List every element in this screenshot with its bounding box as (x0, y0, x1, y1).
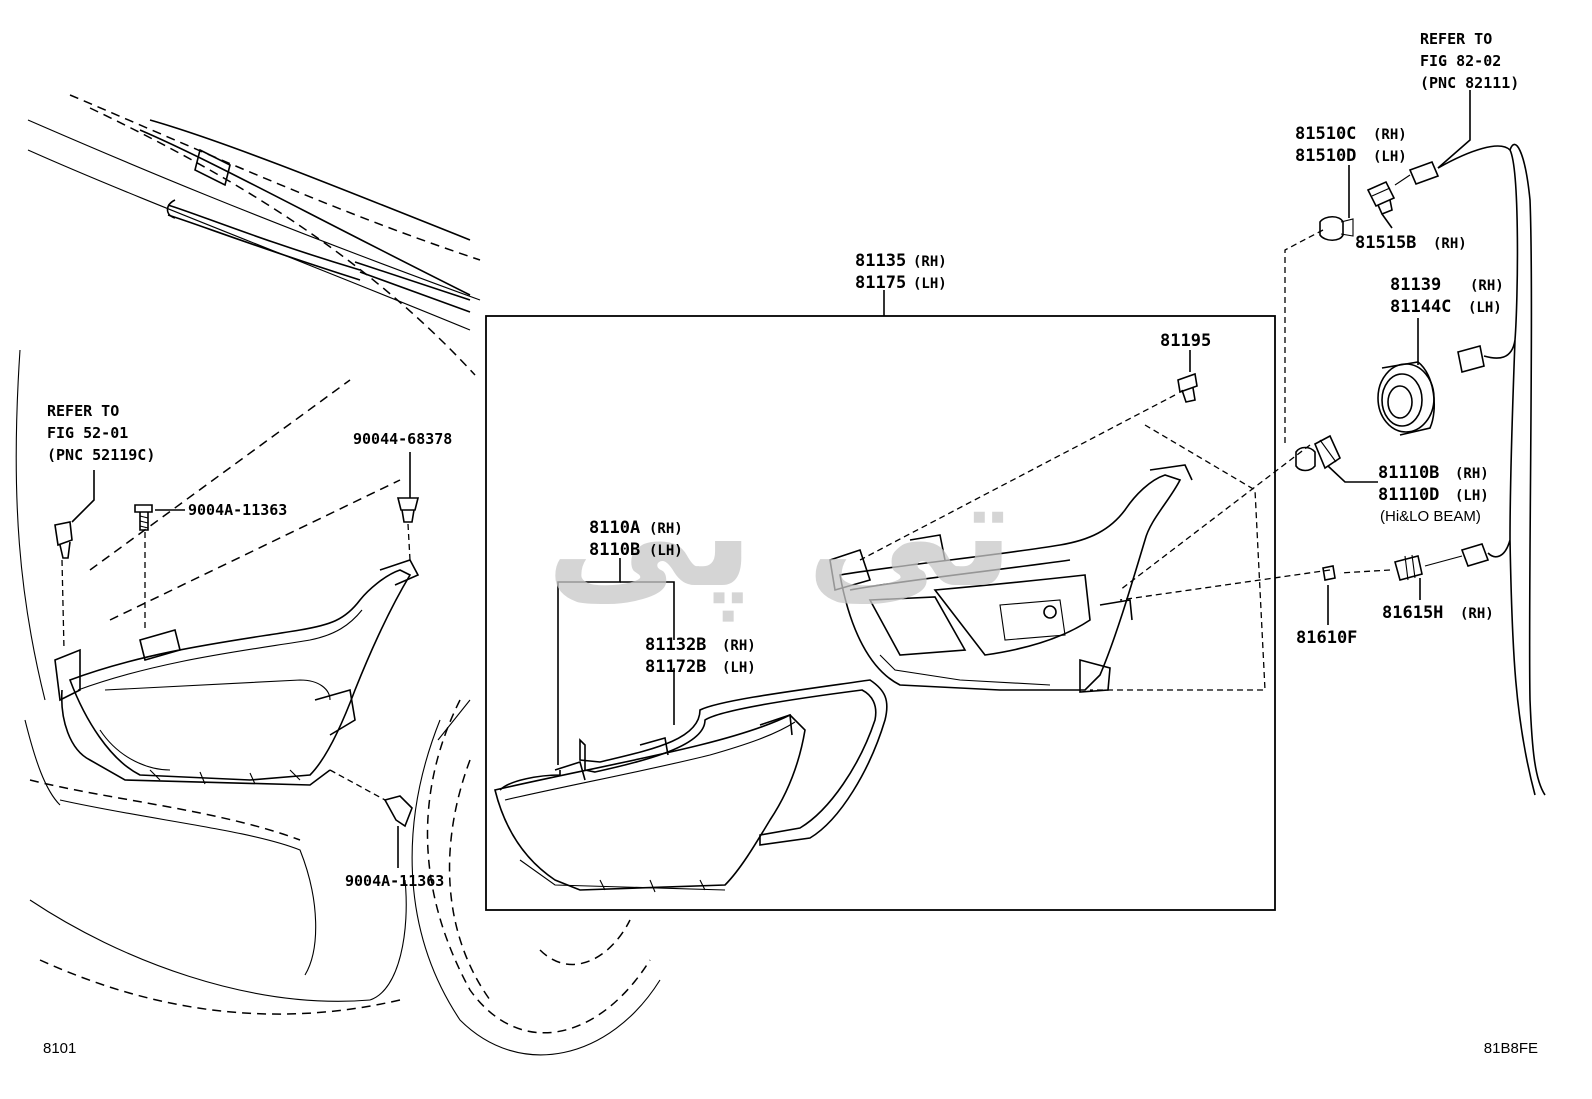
label-81195: 81195 (1160, 331, 1211, 351)
label-81144c-side: (LH) (1468, 300, 1502, 316)
assembly-frame (485, 315, 1276, 911)
figure-code-right: 81B8FE (1484, 1040, 1538, 1057)
bolt-9004a-upper (134, 504, 153, 630)
label-beam-note: (Hi&LO BEAM) (1380, 508, 1481, 525)
refer-82-line1: REFER TO (1420, 30, 1492, 48)
connector-lower (1424, 543, 1490, 567)
label-8110a-side: (RH) (649, 521, 683, 537)
refer-82-line2: FIG 82-02 (1420, 52, 1501, 70)
label-81144c: 81144C (1390, 297, 1451, 317)
label-81510d: 81510D (1295, 146, 1356, 166)
dust-cover-81139 (1377, 361, 1436, 436)
label-81172b: 81172B (645, 657, 706, 677)
label-81139: 81139 (1390, 275, 1441, 295)
label-90044-68378: 90044-68378 (353, 430, 452, 448)
label-81110d-side: (LH) (1455, 488, 1489, 504)
figure-code-left: 8101 (43, 1040, 76, 1057)
watermark: تی پی (546, 447, 1014, 622)
label-81510d-side: (LH) (1373, 149, 1407, 165)
headlamp-bulb-81110b (1295, 434, 1342, 472)
label-81175-side: (LH) (913, 276, 947, 292)
label-81175: 81175 (855, 273, 906, 293)
label-81110d: 81110D (1378, 485, 1439, 505)
socket-81615h (1394, 554, 1423, 581)
bolt-9004a-lower (329, 769, 413, 828)
label-81110b-side: (RH) (1455, 466, 1489, 482)
label-81135-side: (RH) (913, 254, 947, 270)
label-81139-side: (RH) (1470, 278, 1504, 294)
label-81135: 81135 (855, 251, 906, 271)
label-81132b: 81132B (645, 635, 706, 655)
wiring-harness (1437, 145, 1536, 796)
connector-mid (1457, 345, 1485, 373)
vehicle-body-outline (15, 94, 661, 1056)
label-81615h-side: (RH) (1460, 606, 1494, 622)
label-81510c: 81510C (1295, 124, 1356, 144)
connector-top (1394, 160, 1440, 186)
refer-52-line1: REFER TO (47, 402, 119, 420)
label-81515b-side: (RH) (1433, 236, 1467, 252)
bulb-81510c (1319, 215, 1354, 242)
installed-headlamp-left (54, 559, 420, 786)
label-81172b-side: (LH) (722, 660, 756, 676)
label-81132b-side: (RH) (722, 638, 756, 654)
label-8110a: 8110A (589, 518, 640, 538)
lens-gasket (579, 679, 888, 846)
refer-52-line3: (PNC 52119C) (47, 446, 155, 464)
label-8110b: 8110B (589, 540, 640, 560)
label-81110b: 81110B (1378, 463, 1439, 483)
label-assembly: 81135 (RH) 81175 (LH) (855, 251, 947, 293)
label-81510c-side: (RH) (1373, 127, 1407, 143)
socket-81515b (1366, 180, 1396, 216)
label-81610f: 81610F (1296, 628, 1357, 648)
label-81615h: 81615H (1382, 603, 1443, 623)
label-9004a-lower: 9004A-11363 (345, 872, 444, 890)
headlamp-housing (829, 464, 1193, 693)
label-9004a-upper: 9004A-11363 (188, 501, 287, 519)
screw-81195 (1177, 372, 1198, 403)
grommet-90044 (396, 497, 420, 561)
refer-82-line3: (PNC 82111) (1420, 74, 1519, 92)
clip-52119c (54, 521, 73, 651)
refer-52-line2: FIG 52-01 (47, 424, 128, 442)
label-8110b-side: (LH) (649, 543, 683, 559)
label-81515b: 81515B (1355, 233, 1416, 253)
headlamp-lens (494, 713, 806, 893)
bulb-81610f (1322, 565, 1336, 581)
refer-fig-82-02: REFER TO FIG 82-02 (PNC 82111) (1420, 30, 1519, 92)
refer-fig-52-01: REFER TO FIG 52-01 (PNC 52119C) (47, 402, 155, 464)
